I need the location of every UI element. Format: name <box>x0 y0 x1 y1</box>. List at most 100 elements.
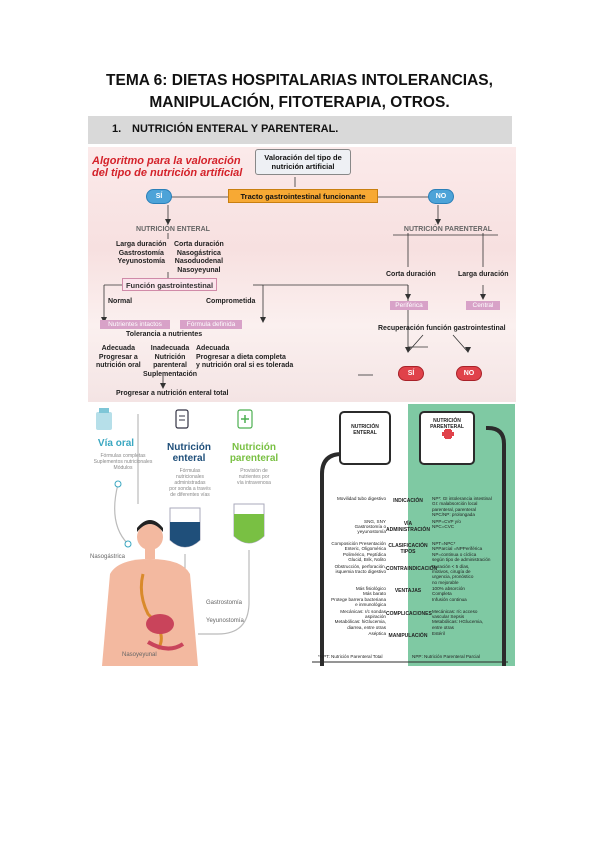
page-title: TEMA 6: DIETAS HOSPITALARIAS INTOLERANCI… <box>0 70 599 114</box>
comparison-left-line: Composición Presentación <box>331 541 386 546</box>
via-oral-desc-line: Suplementos nutricionales <box>93 459 153 465</box>
comparison-left-line: Más fisiológico <box>355 586 386 591</box>
algorithm-title-line1: Algoritmo para la valoración <box>92 155 241 167</box>
comparison-left-line: aspiración <box>365 613 386 619</box>
no2-badge: NO <box>456 366 482 381</box>
footnote-left: *NPT: Nutrición Parenteral Total <box>318 654 383 659</box>
enteral-bag-label: NUTRICIÓN ENTERAL <box>343 424 387 436</box>
periferica-box: Periférica <box>390 301 428 310</box>
comparison-right-line: NP=continua o cíclica <box>432 551 477 557</box>
enteral-desc-line: nutricionales <box>175 474 205 480</box>
progresar-total: Progresar a nutrición enteral total <box>116 390 229 397</box>
corta-item: Corta duración <box>174 241 224 248</box>
title-line-1: TEMA 6: DIETAS HOSPITALARIAS INTOLERANCI… <box>106 72 493 89</box>
comparison-left-line: yeyunostomía <box>357 529 386 535</box>
inadecuada-block: Inadecuada Nutrición parenteral Suplemen… <box>143 345 197 379</box>
comparison-left-line: Obstrucción, perforación, <box>334 563 386 569</box>
enteral-desc-line: por sonda a través <box>169 486 211 492</box>
parenteral-heading: Nutrición parenteral <box>222 442 286 464</box>
parenteral-desc: Provisión de nutrientes por vía intraven… <box>224 468 284 486</box>
via-oral-desc-line: Fórmulas completas <box>100 453 146 459</box>
comparison-right-line: NPT=NPC* <box>432 541 456 546</box>
comparison-right-line: vascular Sepsis <box>432 613 465 619</box>
comparison-row-key: MANIPULACIÓN <box>388 633 428 639</box>
comparison-right-line: Duración < 5 días, <box>432 563 470 569</box>
comparison-right-line: no mejorable <box>432 579 459 585</box>
larga-item: Gastrostomía <box>118 249 164 257</box>
comparison-right-line: NPParcial =NPPeriférica <box>432 546 483 552</box>
enteral-bag-line: ENTERAL <box>353 430 377 436</box>
funcion-box: Función gastrointestinal <box>122 278 217 291</box>
si2-label: SÍ <box>407 370 415 377</box>
patient-figure <box>102 520 198 666</box>
section-title: NUTRICIÓN ENTERAL Y PARENTERAL. <box>132 123 339 135</box>
enteral-heading: NUTRICIÓN ENTERAL <box>128 225 218 234</box>
corta-duracion-label: Corta duración <box>386 271 436 278</box>
parenteral-desc-line: Provisión de <box>240 468 268 474</box>
comparison-right-line: 100% absorción <box>432 586 465 591</box>
inadecuada-line: Inadecuada <box>150 345 190 352</box>
nasogastrica-label: Nasogástrica <box>90 554 126 560</box>
adecuada1-line: Progresar a <box>98 353 138 361</box>
comparison-row-key: COMPLICACIONES <box>386 610 432 617</box>
inadecuada-line: Suplementación <box>143 370 198 378</box>
oral-icon <box>96 408 112 430</box>
comparison-left-line: Más barato <box>363 591 386 597</box>
comparison-row-key: CLASIFICACIÓN TIPOS <box>388 543 428 555</box>
comparison-background <box>312 404 515 666</box>
comparison-right-line: motivos, cirugía de <box>432 568 471 574</box>
title-line-2: MANIPULACIÓN, FITOTERAPIA, OTROS. <box>149 94 450 111</box>
comparison-row-key: VÍA ADMINISTRACIÓN <box>386 520 430 533</box>
larga-list: Larga duración Gastrostomía Yeyunostomía <box>116 241 167 267</box>
comparison-row-key: INDICACIÓN <box>393 498 423 504</box>
enteral-heading: Nutrición enteral <box>162 442 216 464</box>
comparison-left-line: isquemia tracto digestivo <box>335 568 386 574</box>
tolerancia-label: Tolerancia a nutrientes <box>126 331 203 338</box>
comparison-right-line: Completa <box>432 591 452 597</box>
comparison-left-line: Polimérico, Peptídica <box>342 551 386 557</box>
si-badge: SÍ <box>146 189 172 204</box>
adecuada2-line: Adecuada <box>196 345 230 352</box>
section-number: 1. <box>112 123 122 135</box>
si2-badge: SÍ <box>398 366 424 381</box>
comparison-right-line: NPP=CVP y/o <box>432 518 461 524</box>
enteral-heading-label: NUTRICIÓN ENTERAL <box>136 226 210 233</box>
adecuada1-line: Adecuada <box>101 345 136 352</box>
enteral-bag-line: NUTRICIÓN <box>351 424 379 430</box>
inadecuada-line: Nutrición <box>154 353 186 361</box>
comparison-row-key: CONTRAINDICACIÓN <box>386 565 438 572</box>
valoracion-line2: nutrición artificial <box>271 162 335 171</box>
parenteral-heading-label: NUTRICIÓN PARENTERAL <box>403 226 493 233</box>
comparison-right-line: GI: malabsorción local <box>432 501 478 507</box>
comparison-left-line: Enteric, Oligomérica <box>344 546 386 552</box>
adecuada1-line: nutrición oral <box>96 362 141 369</box>
nasoyeyunal-label: Nasoyeyunal <box>122 652 157 658</box>
vias-illustration <box>96 408 265 666</box>
enteral-heading-line: enteral <box>172 453 206 464</box>
comparison-right-line: NPC/NP: prolongada <box>432 512 475 518</box>
comparison-left-line: Movilidad tubo digestivo <box>336 496 386 501</box>
parenteral-heading-line: parenteral <box>229 453 279 464</box>
yeyunostomia-label: Yeyunostomía <box>206 618 244 624</box>
corta-item: Nasoduodenal <box>174 258 224 265</box>
enteral-icon <box>175 409 189 429</box>
comparison-row-key: VENTAJAS <box>394 588 422 594</box>
parenteral-heading-line: Nutrición <box>232 442 276 453</box>
comparison-left-line: Mecánicas: r/c sondas <box>340 608 386 614</box>
corta-item: Nasogástrica <box>176 249 221 257</box>
larga-item: Larga duración <box>116 241 167 248</box>
comparison-left-line: Protege barrera bacteriana <box>331 596 386 602</box>
comparison-left-cell: Obstrucción, perforación,isquemia tracto… <box>316 564 386 575</box>
adecuada2-line: Progresar a dieta completa <box>196 353 286 361</box>
parenteral-bag-label: NUTRICIÓN PARENTERAL <box>425 418 469 430</box>
central-box: Central <box>466 301 500 310</box>
no-label: NO <box>435 193 447 200</box>
si-label: SÍ <box>155 193 163 200</box>
